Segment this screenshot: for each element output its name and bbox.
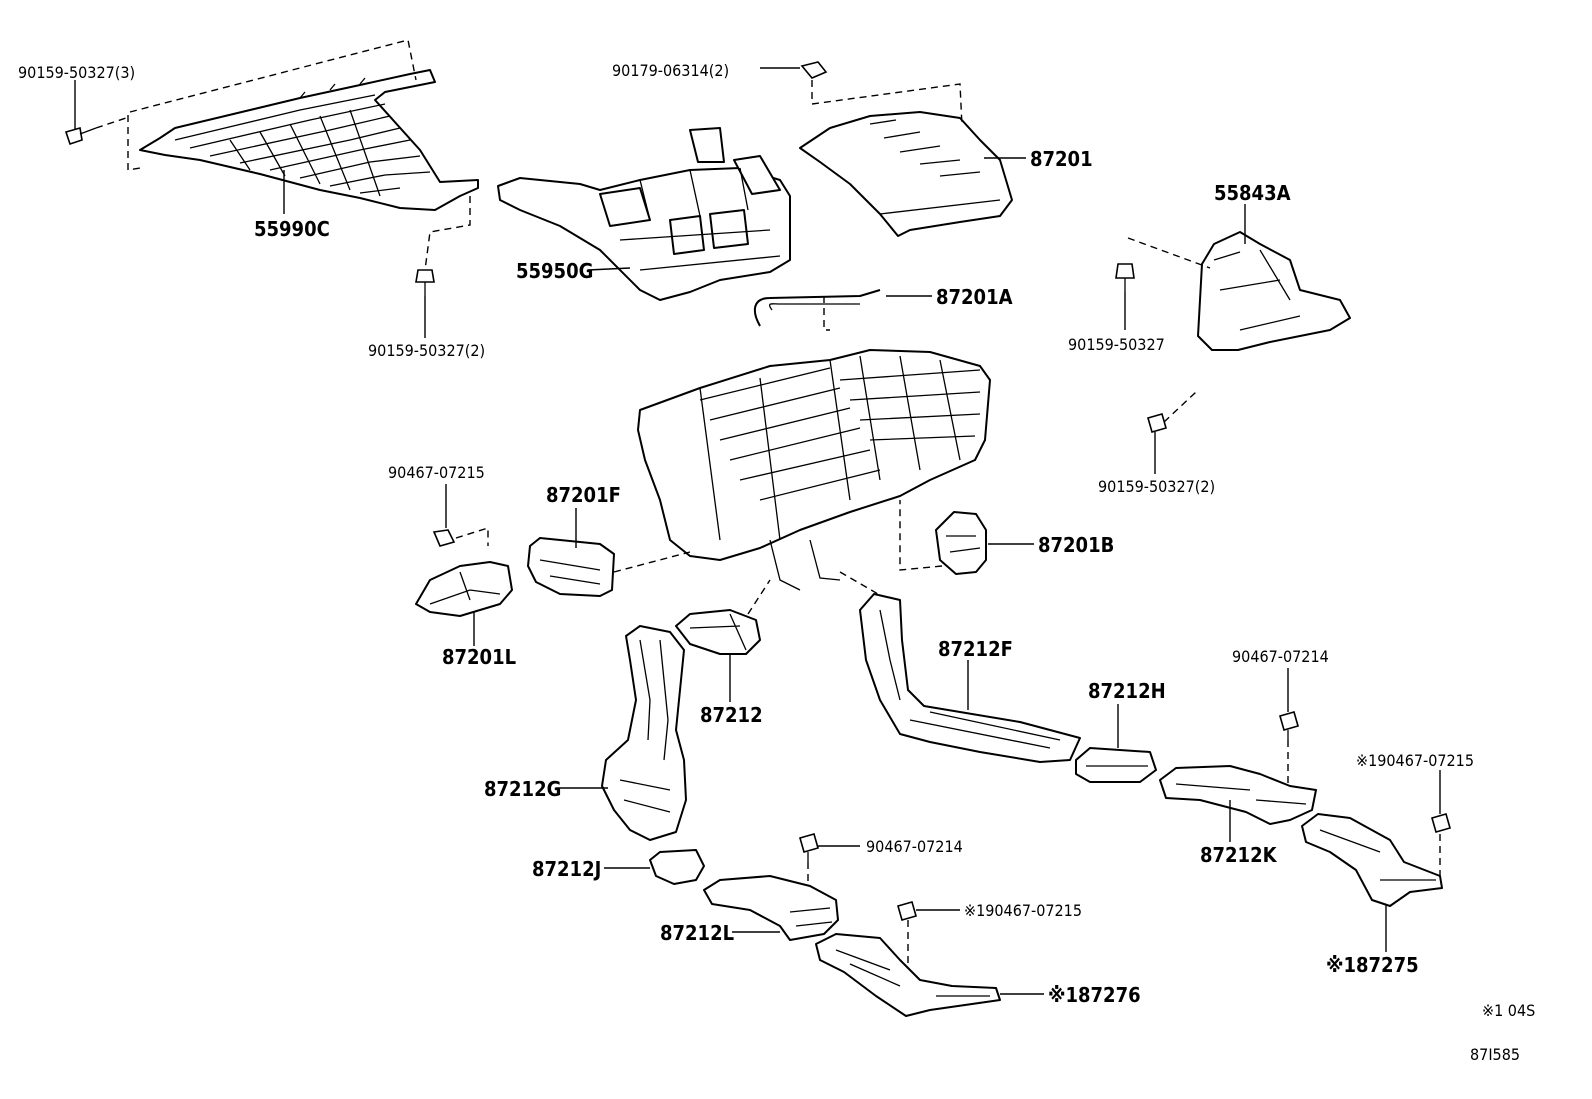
footer-note: ※1 04S (1482, 1001, 1535, 1020)
part-87212j-duct[interactable] (649, 849, 705, 885)
bolt-90159-50327-2-right[interactable] (1147, 413, 1167, 433)
leader-55990c-right (424, 196, 471, 271)
diagram-code: 87I585 (1470, 1045, 1520, 1064)
bolt-90467-07214-center[interactable] (799, 833, 819, 862)
label-90467-07214-center: 90467-07214 (866, 837, 963, 856)
nut-90179-06314-2[interactable] (800, 61, 828, 79)
leader-87201b-dash (899, 500, 943, 571)
part-87201l-duct[interactable] (415, 561, 513, 617)
label-87212g: 87212G (484, 777, 561, 801)
label-87201l: 87201L (442, 645, 516, 669)
label-87276: ※187276 (1048, 983, 1141, 1007)
leader-87212f-dash (839, 571, 879, 595)
label-55843a: 55843A (1214, 181, 1291, 205)
leader-90467-07215-left-dash (455, 527, 489, 546)
label-87212: 87212 (700, 703, 763, 727)
part-87201-duct-cover[interactable] (799, 111, 1013, 237)
label-90159-50327-3: 90159-50327(3) (18, 63, 135, 82)
part-55950g-duct-housing[interactable] (497, 127, 791, 301)
label-90179-06314-2: 90179-06314(2) (612, 61, 729, 80)
label-87201b: 87201B (1038, 533, 1114, 557)
part-87212-duct[interactable] (675, 609, 761, 655)
leader-90159-50327-2-right-dash (1163, 391, 1197, 423)
label-90159-50327-2-left: 90159-50327(2) (368, 341, 485, 360)
label-87201f: 87201F (546, 483, 621, 507)
part-87212h-duct[interactable] (1075, 747, 1157, 783)
part-87212g-duct[interactable] (601, 625, 687, 841)
label-90159-50327-right: 90159-50327 (1068, 335, 1165, 354)
part-87201a-hose[interactable] (753, 289, 881, 327)
leader-55990c-box (127, 115, 141, 171)
label-87212k: 87212K (1200, 843, 1278, 867)
part-87212l-duct[interactable] (703, 875, 839, 941)
part-87212f-duct[interactable] (859, 593, 1081, 763)
leader-87201f-dash (613, 551, 691, 573)
leader-90159-50327-3-dash (95, 117, 127, 129)
leader-87201a-dash (823, 296, 830, 331)
label-87212l: 87212L (660, 921, 734, 945)
bolt-90159-50327-2-left[interactable] (415, 269, 435, 296)
label-90159-50327-2-right: 90159-50327(2) (1098, 477, 1215, 496)
part-87275-duct[interactable] (1301, 813, 1443, 907)
label-90467-07215-left: 90467-07215 (388, 463, 485, 482)
leader-55843a-box (1127, 237, 1211, 269)
leader-87201-box (811, 83, 963, 127)
bolt-90467-07214-right[interactable] (1279, 711, 1299, 740)
leader-87212-dash (747, 579, 771, 615)
label-90467-07214-right: 90467-07214 (1232, 647, 1329, 666)
bolt-90159-50327-right[interactable] (1115, 263, 1135, 292)
label-87212j: 87212J (532, 857, 601, 881)
label-55990c: 55990C (254, 217, 330, 241)
bolt-90467-07215-right[interactable] (1431, 813, 1451, 833)
label-87275: ※187275 (1326, 953, 1419, 977)
leader-55990c-top (129, 39, 417, 113)
label-55950g: 55950G (516, 259, 593, 283)
label-87201a: 87201A (936, 285, 1013, 309)
part-87212k-duct[interactable] (1159, 765, 1317, 825)
leader-55950g (587, 267, 631, 271)
part-87201b-actuator[interactable] (935, 511, 987, 575)
label-90467-07215-right: ※190467-07215 (1356, 751, 1474, 770)
bolt-90467-07215-center[interactable] (897, 901, 917, 921)
label-87212h: 87212H (1088, 679, 1166, 703)
main-hvac-unit (637, 349, 991, 591)
label-87212f: 87212F (938, 637, 1013, 661)
part-87201f-duct[interactable] (527, 537, 615, 597)
part-55990c-duct-panel[interactable] (139, 69, 479, 211)
label-90467-07215-center: ※190467-07215 (964, 901, 1082, 920)
bolt-90159-50327-3[interactable] (64, 126, 97, 146)
label-87201: 87201 (1030, 147, 1093, 171)
bolt-90467-07215-left[interactable] (432, 529, 456, 547)
part-87276-duct[interactable] (815, 933, 1001, 1017)
part-55843a-duct[interactable] (1197, 231, 1351, 351)
